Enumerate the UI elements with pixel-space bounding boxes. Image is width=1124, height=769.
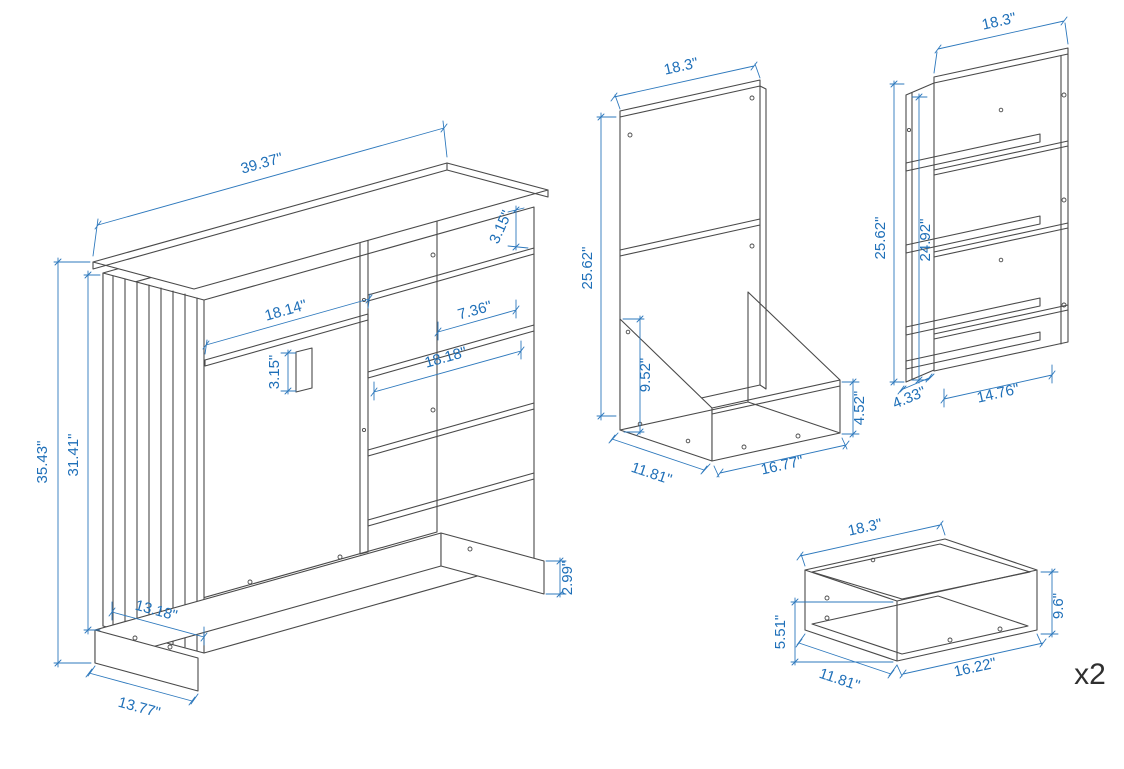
dim-rack-outer-height: 25.62" (872, 80, 905, 386)
dim-label-hamper-bin-depth: 11.81" (629, 459, 674, 488)
cabinet-screw-holes (132, 252, 473, 650)
hamper-panel-edges (619, 79, 767, 390)
drawer-screw-holes (824, 557, 1003, 643)
dim-lines (610, 61, 761, 110)
dim-lines (889, 80, 905, 386)
dim-label-drawer-front-width: 16.22" (952, 655, 998, 681)
dim-lines (280, 349, 297, 395)
dim-label-cabinet-right-gap: 7.36" (456, 298, 494, 324)
cabinet-rod-bracket (295, 347, 313, 393)
dim-label-rack-top-width: 18.3" (980, 10, 1017, 34)
dim-label-drawer-front-height: 9.6" (1050, 593, 1067, 619)
dim-label-hamper-top-width: 18.3" (662, 55, 699, 79)
dim-label-cabinet-carcass-height: 31.41" (65, 434, 82, 477)
rack-shelves (905, 133, 1069, 370)
dim-cabinet-carcass-height: 31.41" (65, 270, 101, 635)
dim-label-rack-outer-height: 25.62" (872, 217, 889, 260)
dim-lines (596, 112, 617, 421)
dim-lines (897, 373, 935, 395)
dim-drawer-top-width: 18.3" (796, 516, 946, 567)
drawer-body-edges (804, 569, 1038, 662)
dim-lines (713, 437, 850, 478)
dim-lines (83, 270, 101, 635)
dim-lines (108, 601, 208, 646)
dim-lines (1040, 568, 1059, 638)
dim-label-drawer-back-height: 5.51" (772, 615, 789, 650)
dim-lines (507, 205, 529, 251)
dim-lines (370, 340, 525, 401)
dim-label-rack-inner-height: 24.92" (917, 219, 934, 262)
dim-label-cabinet-overall-height: 35.43" (34, 441, 51, 484)
cabinet-slats (112, 275, 198, 652)
dim-lines (790, 597, 894, 666)
dim-label-hamper-back-height: 25.62" (579, 247, 596, 290)
dim-label-cabinet-left-shelf-width: 18.14" (263, 297, 309, 325)
drawer-quantity-label: x2 (1074, 658, 1106, 691)
dim-cabinet-left-gap: 3.15" (266, 349, 297, 395)
dim-label-hamper-bin-back-height: 9.52" (637, 358, 654, 393)
rack-view: 18.3" 25.62" 24.92" 4.33" 14.76" (872, 10, 1069, 412)
dim-drawer-front-height: 9.6" (1040, 568, 1067, 638)
dim-cabinet-base-height: 2.99" (545, 557, 576, 598)
cabinet-base-right (440, 532, 545, 595)
dim-lines (622, 315, 645, 436)
dim-lines (940, 364, 1056, 408)
dim-lines (841, 378, 860, 438)
dim-label-cabinet-top-width: 39.37" (239, 150, 285, 178)
cabinet-right-shelves (367, 247, 535, 527)
dim-rack-top-width: 18.3" (933, 10, 1069, 74)
dim-drawer-back-height: 5.51" (772, 597, 894, 666)
drawer-view: 18.3" 5.51" 11.81" 16.22" 9.6" x2 (772, 516, 1106, 695)
dim-rack-shelf-width: 14.76" (940, 364, 1056, 408)
cabinet-base-side (94, 629, 199, 692)
hamper-bin-front (711, 379, 841, 462)
dim-label-drawer-depth: 11.81" (817, 665, 862, 694)
dim-lines (434, 299, 520, 341)
dim-hamper-bin-front-height: 4.52" (841, 378, 868, 438)
cabinet-top-panel-thickness (92, 162, 549, 270)
drawer-interior-bottom (811, 595, 1029, 655)
dim-rack-inner-height: 24.92" (911, 93, 934, 384)
dim-cabinet-right-top-gap: 3.15" (486, 205, 529, 251)
dim-cabinet-right-gap: 7.36" (434, 298, 520, 341)
dim-cabinet-overall-height: 35.43" (34, 257, 92, 668)
dim-label-hamper-bin-width: 16.77" (759, 453, 805, 479)
hamper-view: 18.3" 25.62" 9.52" 11.81" 16.77" 4.52" (579, 55, 868, 489)
dim-drawer-front-width: 16.22" (896, 633, 1047, 681)
dim-label-cabinet-base-height: 2.99" (559, 561, 576, 596)
dim-lines (911, 93, 928, 384)
dim-lines (92, 120, 448, 257)
dim-hamper-bin-back-height: 9.52" (622, 315, 654, 436)
dim-drawer-depth: 11.81" (795, 633, 898, 694)
dim-lines (545, 557, 567, 598)
dim-lines (896, 633, 1047, 679)
cabinet-top-panel (92, 162, 549, 290)
dim-lines (795, 633, 898, 679)
dim-lines (85, 665, 199, 706)
dim-lines (796, 520, 946, 567)
dim-label-cabinet-right-top-gap: 3.15" (486, 208, 516, 246)
dim-cabinet-left-shelf-width: 18.14" (202, 293, 373, 355)
dim-lines (608, 432, 711, 475)
dim-label-drawer-top-width: 18.3" (846, 516, 883, 540)
dim-lines (933, 16, 1069, 74)
cabinet-slat-panel (102, 272, 205, 654)
cabinet-view: 39.37" 35.43" 31.41" 18.14" 3.15" 3.15" … (34, 120, 576, 722)
dim-label-rack-shelf-width: 14.76" (975, 381, 1021, 407)
dim-label-cabinet-left-gap: 3.15" (266, 355, 283, 390)
rack-frame (905, 47, 1069, 383)
dim-label-cabinet-base-depth: 13.77" (116, 694, 162, 722)
dim-label-rack-depth: 4.33" (890, 383, 928, 412)
dim-hamper-back-height: 25.62" (579, 112, 617, 421)
dim-lines (202, 293, 373, 355)
dim-label-hamper-bin-front-height: 4.52" (851, 391, 868, 426)
hamper-bin-edges (619, 291, 841, 434)
dim-lines (53, 257, 92, 668)
drawer-rim-inner (811, 543, 1031, 600)
cabinet-left-shelf (204, 313, 369, 367)
rack-screw-holes (906, 92, 1067, 308)
